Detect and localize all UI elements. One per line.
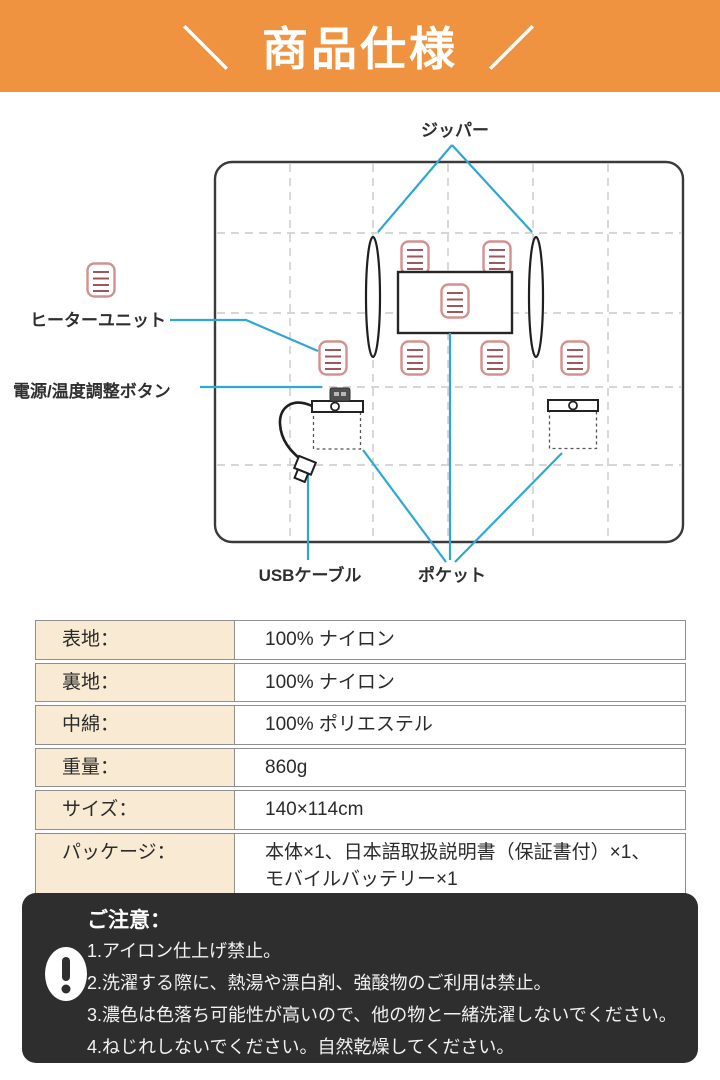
table-row: 裏地： 100% ナイロン [35,662,686,703]
spec-value: 本体×1、日本語取扱説明書（保証書付）×1、 モバイルバッテリー×1 [265,841,651,891]
spec-label: 重量： [36,748,235,787]
zipper-label: ジッパー [421,121,489,140]
power-button-label: 電源/温度調整ボタン [13,381,171,401]
heater-unit-icon [440,283,470,319]
caution-item: 4.ねじれしないでください。自然乾燥してください。 [87,1037,515,1057]
table-row: パッケージ： 本体×1、日本語取扱説明書（保証書付）×1、 モバイルバッテリー×… [35,832,686,900]
table-row: 中綿： 100% ポリエステル [35,705,686,745]
spec-label: パッケージ： [36,833,235,899]
caution-box: ご注意： 1.アイロン仕上げ禁止。 2.洗濯する際に、熱湯や漂白剤、強酸物のご利… [22,893,698,1063]
heater-unit-icon [480,340,510,376]
heater-unit-icon [560,340,590,376]
caution-list: 1.アイロン仕上げ禁止。 2.洗濯する際に、熱湯や漂白剤、強酸物のご利用は禁止。… [87,935,682,1063]
usb-cable-label: USBケーブル [259,565,362,585]
spec-label: 中綿： [36,706,235,744]
pocket-right [547,399,599,450]
product-diagram: ジッパー ヒーターユニット 電源/温度調整ボタン USBケーブル ポケット [0,110,720,602]
pocket-label: ポケット [418,565,486,585]
heater-unit-icon [86,262,116,298]
table-row: サイズ： 140×114cm [35,790,686,830]
spec-value: 140×114cm [265,799,364,821]
page-title: ＼ 商品仕様 ／ [182,24,538,75]
caution-item: 2.洗濯する際に、熱湯や漂白剤、強酸物のご利用は禁止。 [87,973,552,993]
heater-unit-icon [400,240,430,276]
spec-label: サイズ： [36,791,235,829]
heater-unit-label: ヒーターユニット [30,311,166,330]
heater-unit-icon [482,240,512,276]
heater-unit-icon [318,340,348,376]
blanket-diagram-svg: ジッパー ヒーターユニット 電源/温度調整ボタン USBケーブル ポケット [13,121,685,585]
spec-value: 100% ナイロン [265,671,395,693]
power-temperature-button-icon [329,387,351,402]
exclamation-icon [45,947,87,1001]
table-row: 表地： 100% ナイロン [35,620,686,660]
heater-unit-icon [400,340,430,376]
zipper-right-icon [527,235,545,359]
spec-label: 表地： [36,621,235,659]
spec-value: 100% ナイロン [265,629,395,650]
spec-value: 860g [265,756,308,778]
caution-item: 1.アイロン仕上げ禁止。 [87,941,282,961]
table-row: 重量： 860g [35,747,686,788]
caution-heading: ご注意： [87,909,171,932]
usb-cable-icon [278,401,318,484]
spec-value: 100% ポリエステル [265,714,433,736]
spec-table: 表地： 100% ナイロン 裏地： 100% ナイロン 中綿： 100% ポリエ… [35,620,686,903]
caution-item: 3.濃色は色落ち可能性が高いので、他の物と一緒洗濯しないでください。 [87,1005,677,1025]
banner: ＼ 商品仕様 ／ [0,0,720,92]
leader-lines [170,144,563,563]
spec-label: 裏地： [36,663,235,702]
zipper-left-icon [364,235,382,359]
